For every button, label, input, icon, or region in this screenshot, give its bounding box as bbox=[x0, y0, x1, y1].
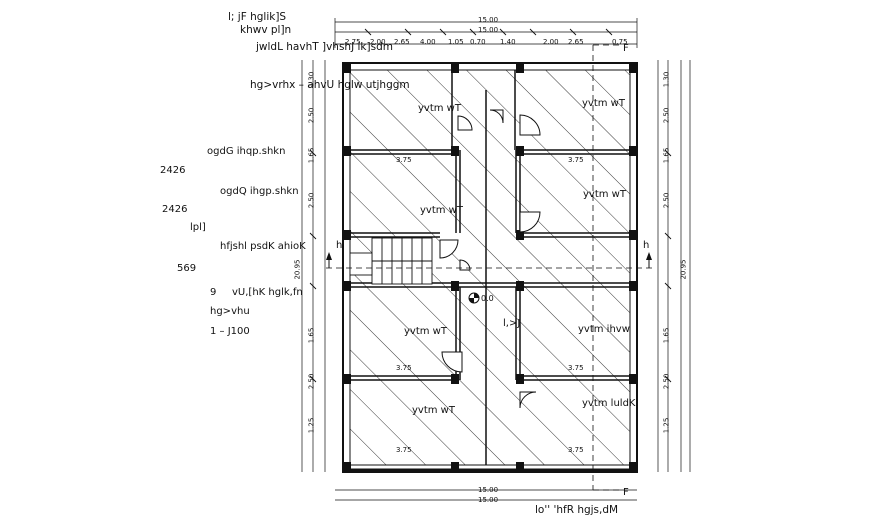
dim-inner-2: 3.75 bbox=[568, 156, 584, 164]
dim-left-6: 2.50 bbox=[307, 373, 316, 390]
dim-right-1: 1.30 bbox=[662, 71, 671, 88]
dim-top-4: 4.00 bbox=[420, 38, 436, 46]
room-label-6: yvtm ihvw bbox=[578, 324, 630, 335]
dim-inner-5: 3.75 bbox=[396, 446, 412, 454]
stair-label: l,>J bbox=[503, 318, 521, 329]
room-label-5: yvtm wT bbox=[404, 326, 447, 337]
section-arrows bbox=[326, 252, 652, 268]
dim-left-2: 2.50 bbox=[307, 107, 316, 124]
dim-left-total: 20.95 bbox=[293, 259, 302, 280]
room-label-2: yvtm wT bbox=[582, 98, 625, 109]
left-label-5: hfjshl psdK ahioK bbox=[220, 241, 306, 252]
dim-top-7: 1.40 bbox=[500, 38, 516, 46]
dim-right-7: 1.25 bbox=[662, 417, 671, 434]
dim-top-10: 0.75 bbox=[612, 38, 628, 46]
dim-inner-1: 3.75 bbox=[396, 156, 412, 164]
dim-top-9: 2.65 bbox=[568, 38, 584, 46]
left-label-2: ogdG ihqp.shkn bbox=[207, 146, 286, 157]
level-marker bbox=[468, 292, 480, 304]
dim-total-top: 15.00 bbox=[478, 16, 499, 24]
dimension-ticks bbox=[309, 28, 672, 383]
dim-top-3: 2.65 bbox=[394, 38, 410, 46]
doors bbox=[439, 109, 541, 409]
dim-total-top-2: 15.00 bbox=[478, 26, 499, 34]
dim-right-total: 20.95 bbox=[679, 259, 688, 280]
dim-top-6: 0.70 bbox=[470, 38, 486, 46]
dim-inner-3: 3.75 bbox=[396, 364, 412, 372]
left-label-1: hg>vrhx – ahvU hglw utjhggm bbox=[250, 79, 410, 91]
left-number-2: 2426 bbox=[162, 204, 188, 215]
left-label-6: vU,[hK hglk,fn bbox=[232, 287, 303, 298]
left-number-1: 2426 bbox=[160, 165, 186, 176]
dim-top-2: 2.00 bbox=[370, 38, 386, 46]
dim-top-8: 2.00 bbox=[543, 38, 559, 46]
section-f-bottom: F bbox=[623, 487, 629, 498]
dim-total-bottom: 15.00 bbox=[478, 486, 499, 494]
room-label-1: yvtm wT bbox=[418, 103, 461, 114]
dim-right-4: 2.50 bbox=[662, 192, 671, 209]
dim-left-5: 1.65 bbox=[307, 327, 316, 344]
drawing-title-bottom: lo'' 'hfR hgjs,dM bbox=[535, 504, 619, 516]
level-mark-value: 0.0 bbox=[481, 294, 494, 303]
dim-inner-6: 3.75 bbox=[568, 446, 584, 454]
title-line-1: l; jF hglik]S bbox=[228, 11, 287, 23]
left-label-7: hg>vhu bbox=[210, 306, 250, 317]
left-label-3: ogdQ ihgp.shkn bbox=[220, 186, 299, 197]
section-mark-left: h bbox=[336, 240, 343, 251]
dim-right-3: 1.65 bbox=[662, 147, 671, 164]
left-number-4: 9 bbox=[210, 287, 217, 298]
section-f-top: F bbox=[623, 43, 629, 54]
dim-right-6: 2.50 bbox=[662, 373, 671, 390]
title-line-2: khwv pl]n bbox=[240, 24, 292, 36]
left-number-3: 569 bbox=[177, 263, 197, 274]
section-mark-right: h bbox=[643, 240, 650, 251]
dim-top-5: 1.05 bbox=[448, 38, 464, 46]
dim-total-bottom-2: 15.00 bbox=[478, 496, 499, 504]
room-label-8: yvtm luldK bbox=[582, 398, 636, 409]
left-label-4: lpl] bbox=[190, 222, 206, 233]
dim-right-5: 1.65 bbox=[662, 327, 671, 344]
dim-top-1: 2.75 bbox=[345, 38, 361, 46]
staircase bbox=[349, 237, 433, 285]
dim-left-1: 1.30 bbox=[307, 71, 316, 88]
dim-left-4: 2.50 bbox=[307, 192, 316, 209]
room-label-7: yvtm wT bbox=[412, 405, 455, 416]
dim-left-7: 1.25 bbox=[307, 417, 316, 434]
room-label-4: yvtm wT bbox=[583, 189, 626, 200]
dim-inner-4: 3.75 bbox=[568, 364, 584, 372]
columns bbox=[343, 63, 637, 472]
ground-level-label: jwldL havhT ]vhshJ ik]sdm bbox=[256, 41, 393, 53]
room-label-3: yvtm wT bbox=[420, 205, 463, 216]
dim-left-3: 1.65 bbox=[307, 147, 316, 164]
scale-label: 1 – J100 bbox=[210, 326, 250, 337]
dimension-lines bbox=[301, 18, 691, 501]
dim-right-2: 2.50 bbox=[662, 107, 671, 124]
